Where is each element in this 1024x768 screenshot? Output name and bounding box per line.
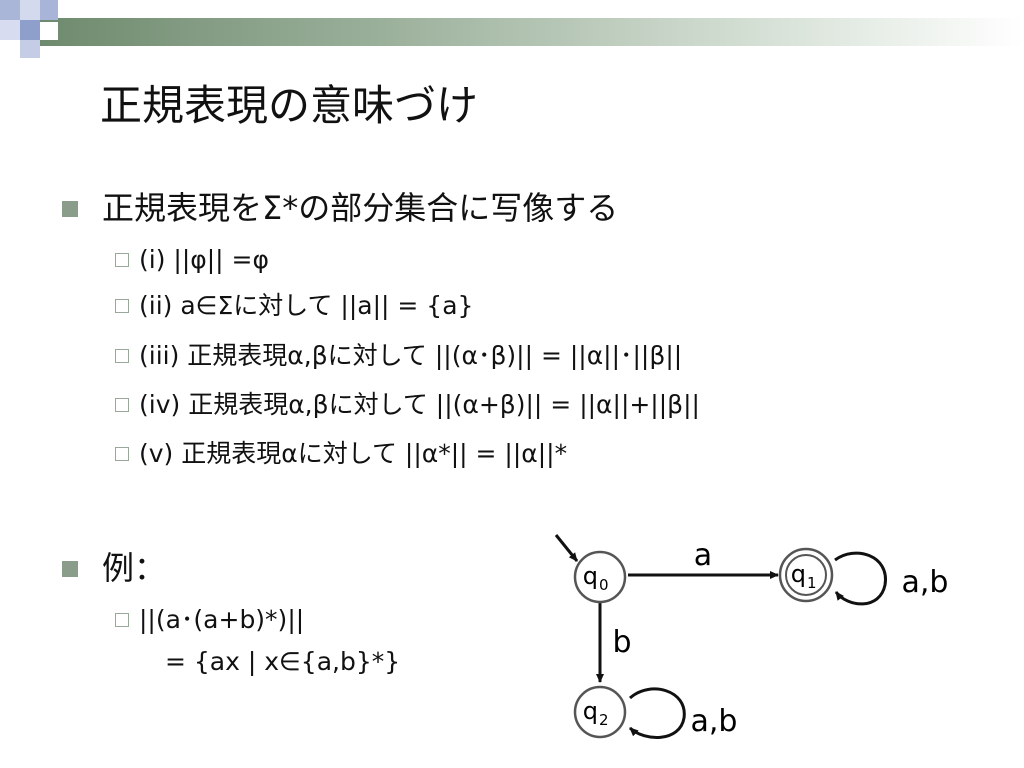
loop-q2-label: a,b [691,704,738,739]
deco-square [20,0,40,20]
header-decoration [0,0,1024,60]
deco-square [20,40,40,58]
deco-square [20,20,40,40]
rule-text: (iv) 正規表現α,βに対して ||(α+β)|| = ||α||+||β|| [139,390,700,419]
state-q0-sub: 0 [599,576,609,594]
sub-bullet-box-icon [115,253,129,267]
state-q2-sub: 2 [599,711,609,729]
rule-item: (iv) 正規表現α,βに対して ||(α+β)|| = ||α||+||β|| [115,387,700,423]
rule-item: (ii) a∈Σに対して ||a|| = {a} [115,288,473,324]
sub-bullet-box-icon [115,349,129,363]
state-q0: q 0 [573,550,627,604]
example-item: ||(a･(a+b)*)|| [115,602,304,638]
state-q1-sub: 1 [807,574,817,592]
deco-square [0,0,20,20]
state-q0-name: q [583,562,598,590]
rule-item: (v) 正規表現αに対して ||α*|| = ||α||* [115,436,567,472]
example-line-1: ||(a･(a+b)*)|| [139,605,305,634]
loop-q2 [628,687,686,739]
loop-q1-label: a,b [902,565,949,600]
example-label: 例： [102,549,167,587]
header-gradient-bar [38,18,1024,46]
edge-q0-q1-label: a [694,538,712,573]
sub-bullet-box-icon [115,398,129,412]
deco-square [0,20,20,40]
state-q1: q 1 [778,547,834,603]
deco-square [40,22,58,40]
sub-bullet-box-icon [115,299,129,313]
deco-square [40,0,58,20]
rule-text: (iii) 正規表現α,βに対して ||(α･β)|| = ||α||･||β|… [139,341,683,370]
sub-bullet-box-icon [115,447,129,461]
example-line-2: = {ax | x∈{a,b}*} [165,647,401,676]
bullet-main-text: 正規表現をΣ*の部分集合に写像する [102,189,619,227]
edge-q0-q2-label: b [612,625,631,660]
slide-title: 正規表現の意味づけ [100,81,479,130]
state-q2-name: q [583,697,598,725]
rule-text: (i) ||φ|| =φ [139,245,269,274]
bullet-square-icon [62,561,78,577]
rule-text: (ii) a∈Σに対して ||a|| = {a} [139,291,474,320]
rule-text: (v) 正規表現αに対して ||α*|| = ||α||* [139,439,568,468]
automaton-diagram: a b a,b a,b q 0 q 1 q 2 [554,534,949,739]
rule-item: (iii) 正規表現α,βに対して ||(α･β)|| = ||α||･||β|… [115,338,682,374]
loop-q1 [834,551,887,606]
rule-item: (i) ||φ|| =φ [115,242,269,278]
start-arrow [554,534,579,562]
bullet-square-icon [62,201,78,217]
state-q2: q 2 [573,685,627,739]
sub-bullet-box-icon [115,613,129,627]
state-q1-name: q [791,560,806,588]
